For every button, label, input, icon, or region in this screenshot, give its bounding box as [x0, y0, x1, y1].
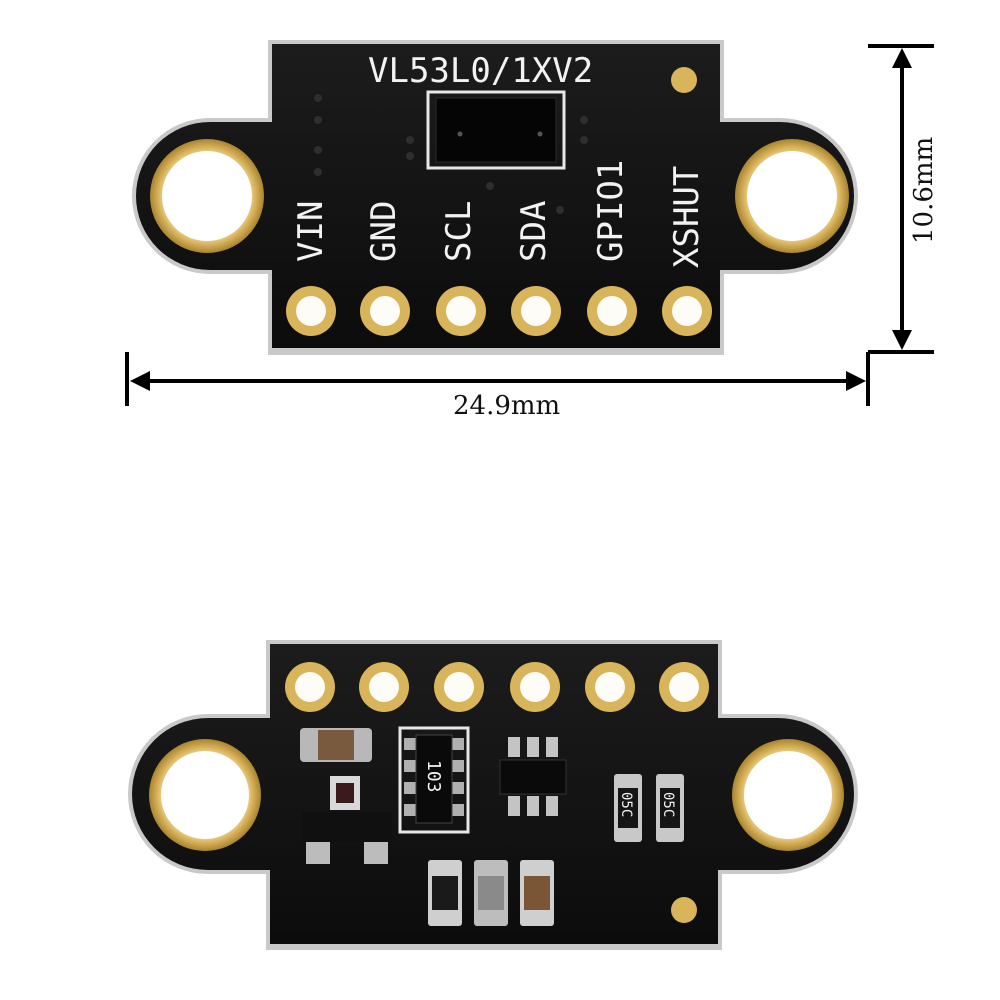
pin-labels: VIN GND SCL SDA GPIO1 XSHUT — [291, 160, 707, 268]
bottom-board: 103 05C 05C — [128, 640, 858, 950]
pin-label-gnd: GND — [364, 201, 404, 262]
width-dimension — [125, 352, 870, 406]
pad-xshut — [662, 286, 712, 336]
bottom-mounting-hole-right — [732, 739, 844, 851]
pad-gpio1 — [587, 286, 637, 336]
pad-vin — [286, 286, 336, 336]
passive-2 — [474, 860, 508, 926]
bottom-header-pads — [285, 662, 709, 712]
pin-label-vin: VIN — [291, 201, 331, 262]
height-dimension — [868, 44, 934, 354]
pin-label-xshut: XSHUT — [667, 166, 707, 268]
pin-label-scl: SCL — [439, 201, 479, 262]
top-header-pads — [286, 286, 712, 336]
bottom-board-pcb — [132, 644, 854, 944]
top-vias — [314, 94, 588, 214]
passive-3 — [520, 860, 554, 926]
pin-label-gpio1: GPIO1 — [591, 160, 631, 262]
resistor-right: 05C — [656, 774, 684, 842]
passive-1 — [428, 860, 462, 926]
resistor-label-right: 05C — [660, 792, 676, 817]
pad-gnd — [360, 286, 410, 336]
pad-scl — [436, 286, 486, 336]
pad-sda — [511, 286, 561, 336]
resistor-label-left: 05C — [618, 792, 634, 817]
resistor-array-label: 103 — [423, 760, 444, 793]
height-label: 10.6mm — [909, 137, 939, 244]
passive-row — [428, 860, 554, 926]
mounting-hole-left — [150, 139, 264, 253]
top-board: VL53L0/1XV2 VIN GND SCL SDA GPIO1 XSHUT — [132, 40, 858, 355]
resistor-left: 05C — [614, 774, 642, 842]
model-label: VL53L0/1XV2 — [368, 51, 593, 91]
pin-label-sda: SDA — [514, 201, 554, 262]
test-pad — [671, 67, 697, 93]
resistor-array: 103 — [398, 726, 470, 834]
mounting-hole-right — [735, 139, 849, 253]
bottom-mounting-hole-left — [149, 739, 261, 851]
bottom-test-pad — [671, 897, 697, 923]
sensor-window — [426, 90, 566, 170]
smd-capacitor — [300, 728, 372, 762]
level-shifter-ic — [499, 737, 567, 816]
voltage-regulator — [302, 776, 392, 864]
width-label: 24.9mm — [453, 391, 560, 421]
